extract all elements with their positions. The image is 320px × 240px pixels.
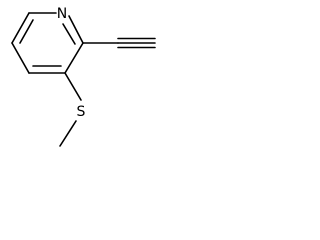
bond-c5-c6 [11,12,30,44]
bond-s-ch3 [59,120,77,147]
ethynyl-group [82,37,156,49]
bond-n-c2 [68,15,84,44]
chemical-structure-diagram: N S [11,6,156,147]
sulfur-atom-label: S [77,104,86,120]
nitrogen-atom-label: N [57,6,67,22]
bond-c4-c5 [11,42,30,74]
bond-c2-c3 [64,42,84,74]
double-bond-c5-c6-inner [19,19,34,44]
bond-c3-s [64,72,82,101]
methylthio-group [59,72,82,147]
pyridine-ring [11,12,84,74]
double-bond-n-c2-inner [62,23,76,45]
